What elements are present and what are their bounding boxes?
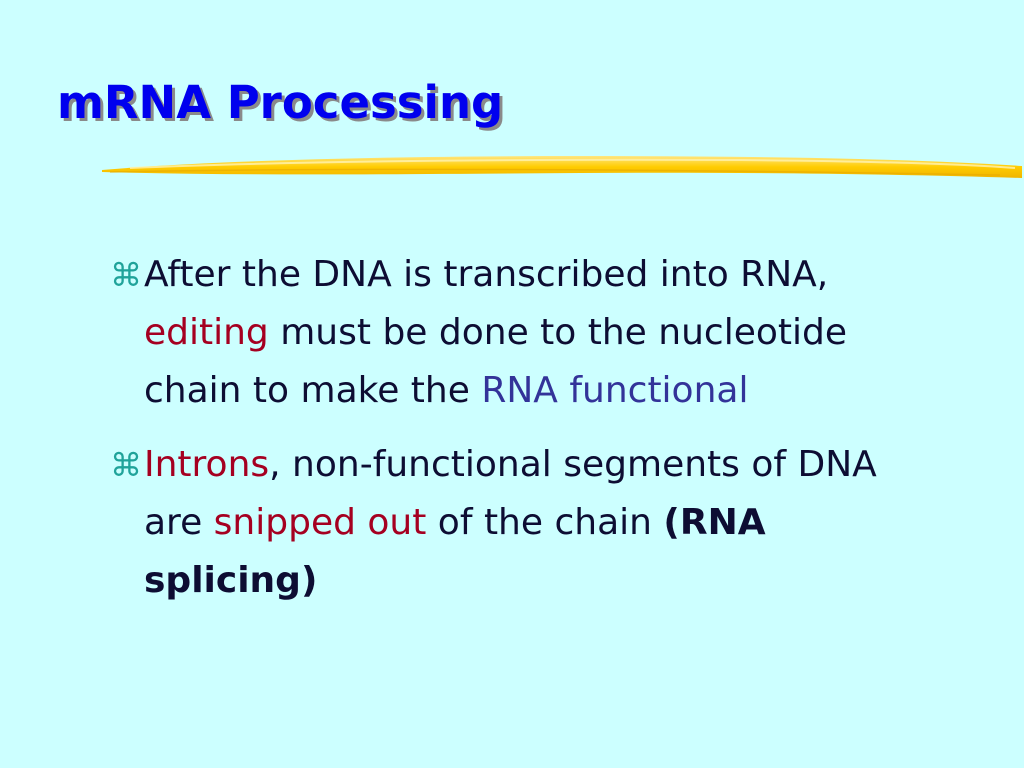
highlight-snipped-out: snipped out — [213, 502, 427, 543]
highlight-editing: editing — [144, 312, 269, 353]
bullet-item: ⌘ After the DNA is transcribed into RNA,… — [110, 246, 910, 420]
bullet-text: , non-functional segments of DNA are — [144, 444, 877, 543]
slide-title: mRNA Processing — [57, 76, 504, 129]
bullet-text: After the DNA is transcribed into RNA, — [144, 254, 829, 295]
bullet-list: ⌘ After the DNA is transcribed into RNA,… — [110, 246, 910, 610]
highlight-rna-functional: RNA functional — [481, 370, 749, 411]
highlight-rna-splicing: (RNA splicing) — [144, 502, 766, 601]
bullet-item: ⌘ Introns, non-functional segments of DN… — [110, 436, 910, 610]
bullet-text: of the chain — [426, 502, 664, 543]
bullet-text: must be done to the nucleotide chain to … — [144, 312, 847, 411]
command-key-icon: ⌘ — [110, 446, 142, 484]
highlight-introns: Introns — [144, 444, 270, 485]
command-key-icon: ⌘ — [110, 256, 142, 294]
title-underline-brushstroke — [102, 156, 1022, 178]
